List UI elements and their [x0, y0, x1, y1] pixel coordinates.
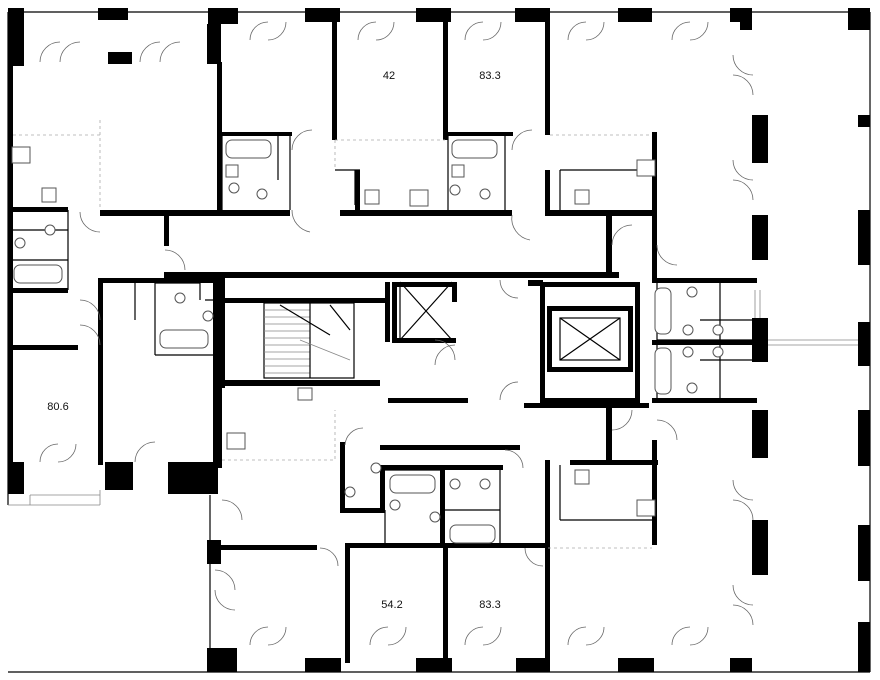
- interior-walls: [8, 20, 757, 663]
- apartment-83-3-north[interactable]: 83.3: [448, 22, 545, 132]
- apartment-area-label: 42: [383, 70, 395, 82]
- apartment-area-label: 80.6: [47, 401, 68, 413]
- apartment-42[interactable]: 42: [337, 22, 443, 132]
- apartment-83-3-south[interactable]: 83.3: [448, 548, 545, 658]
- bathtubs: [13, 139, 672, 544]
- apartment-area-label: 54.2: [381, 599, 402, 611]
- apartment-80-6[interactable]: 80.6: [13, 350, 98, 462]
- apartment-area-label: 83.3: [479, 599, 500, 611]
- staircase: [263, 302, 355, 379]
- apartment-area-label: 83.3: [479, 70, 500, 82]
- cooktops: [11, 146, 656, 517]
- dashed-guides: [13, 120, 652, 549]
- toilets-and-sinks: [14, 164, 724, 523]
- apartment-54-2[interactable]: 54.2: [350, 548, 443, 658]
- elevator-cab: [559, 317, 621, 361]
- partitions: [8, 132, 757, 548]
- door-swings: [39, 21, 754, 646]
